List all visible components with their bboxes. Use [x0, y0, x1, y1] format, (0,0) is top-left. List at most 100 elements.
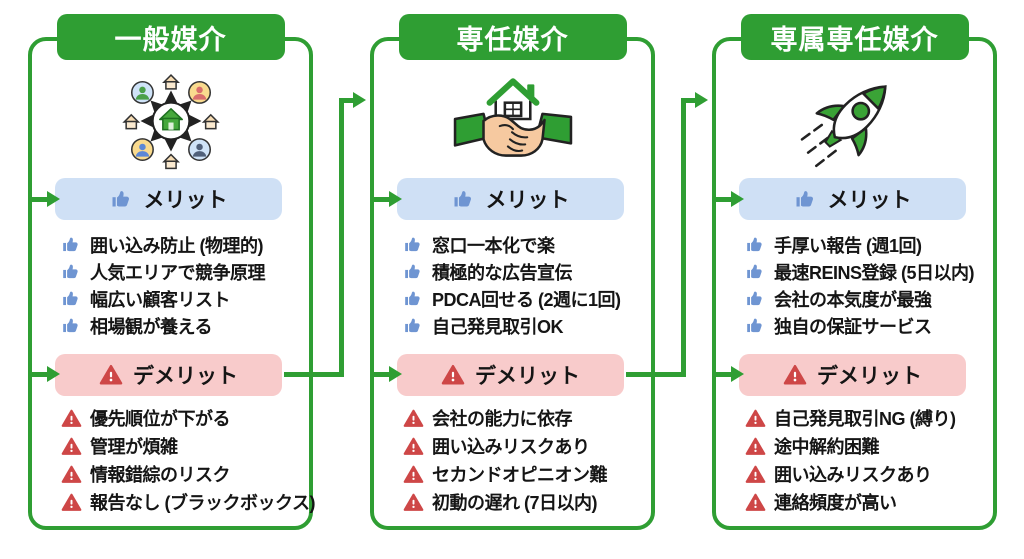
merit-item: 人気エリアで競争原理: [61, 258, 311, 285]
connector1-riser-line: [339, 98, 344, 377]
demerit-item: 囲い込みリスクあり: [403, 432, 653, 460]
merit-badge: メリット: [55, 178, 282, 220]
thumbs-up-icon: [63, 237, 78, 252]
merit-list: 囲い込み防止 (物理的) 人気エリアで競争原理 幅広い顧客リスト 相場観が養える: [61, 231, 311, 339]
demerit-item: 優先順位が下がる: [61, 404, 311, 432]
merit-item: 窓口一本化で楽: [403, 231, 653, 258]
demerit-list: 会社の能力に依存 囲い込みリスクあり セカンドオピニオン難 初動の遅れ (7日以…: [403, 404, 653, 516]
demerit-arrow-line: [30, 372, 48, 377]
merit-item: 手厚い報告 (週1回): [745, 231, 995, 258]
column-title: 一般媒介: [56, 14, 285, 60]
connector2-riser-line: [681, 98, 686, 377]
demerit-badge-label: デメリット: [817, 365, 922, 388]
merit-item: 会社の本気度が最強: [745, 285, 995, 312]
rocket-icon: [712, 65, 997, 177]
demerit-item: 囲い込みリスクあり: [745, 460, 995, 488]
warning-triangle-icon: [745, 409, 766, 427]
demerit-item: 報告なし (ブラックボックス): [61, 488, 315, 516]
merit-item: 最速REINS登録 (5日以内): [745, 258, 995, 285]
warning-triangle-icon: [403, 437, 424, 455]
demerit-item: 連絡頻度が高い: [745, 488, 995, 516]
column-sennin-baikai: 専任媒介 メリット 窓口一本化で楽 積極的な広告宣伝 PDCA回せる (2週に1…: [370, 14, 655, 530]
demerit-badge: デメリット: [55, 354, 282, 396]
column-title: 専属専任媒介: [740, 14, 969, 60]
thumbs-up-icon: [747, 291, 762, 306]
thumbs-up-icon: [796, 191, 813, 207]
demerit-item: セカンドオピニオン難: [403, 460, 653, 488]
demerit-arrow-line: [714, 372, 732, 377]
warning-triangle-icon: [61, 437, 82, 455]
thumbs-up-icon: [405, 291, 420, 306]
demerit-badge-label: デメリット: [475, 365, 580, 388]
connector1-arrow-head: [353, 92, 366, 108]
merit-item: 囲い込み防止 (物理的): [61, 231, 311, 258]
merit-arrow-head: [47, 191, 60, 207]
connector2-arrow-head: [695, 92, 708, 108]
warning-triangle-icon: [745, 465, 766, 483]
column-title: 専任媒介: [398, 14, 627, 60]
column-senzoku-sennin-baikai: 専属専任媒介 メリット: [712, 14, 997, 530]
thumbs-up-icon: [747, 237, 762, 252]
warning-triangle-icon: [61, 493, 82, 511]
thumbs-up-icon: [405, 318, 420, 333]
merit-item: 独自の保証サービス: [745, 312, 995, 339]
demerit-item: 管理が煩雑: [61, 432, 311, 460]
thumbs-up-icon: [747, 264, 762, 279]
network-icon: [28, 65, 313, 177]
demerit-arrow-line: [372, 372, 390, 377]
thumbs-up-icon: [63, 264, 78, 279]
warning-triangle-icon: [403, 493, 424, 511]
connector2-exit-line: [626, 372, 686, 377]
demerit-list: 自己発見取引NG (縛り) 途中解約困難 囲い込みリスクあり 連絡頻度が高い: [745, 404, 995, 516]
merit-badge-label: メリット: [485, 189, 570, 212]
merit-list: 手厚い報告 (週1回) 最速REINS登録 (5日以内) 会社の本気度が最強 独…: [745, 231, 995, 339]
merit-badge-label: メリット: [827, 189, 912, 212]
thumbs-up-icon: [405, 264, 420, 279]
demerit-arrow-head: [389, 366, 402, 382]
connector1-exit-line: [284, 372, 344, 377]
warning-triangle-icon: [61, 465, 82, 483]
merit-list: 窓口一本化で楽 積極的な広告宣伝 PDCA回せる (2週に1回) 自己発見取引O…: [403, 231, 653, 339]
merit-item: 幅広い顧客リスト: [61, 285, 311, 312]
connector2-top-line: [686, 98, 696, 103]
merit-badge: メリット: [739, 178, 966, 220]
warning-triangle-icon: [783, 364, 807, 385]
demerit-arrow-head: [47, 366, 60, 382]
merit-arrow-head: [731, 191, 744, 207]
merit-badge-label: メリット: [143, 189, 228, 212]
merit-arrow-line: [714, 197, 732, 202]
demerit-item: 自己発見取引NG (縛り): [745, 404, 995, 432]
thumbs-up-icon: [747, 318, 762, 333]
merit-item: 相場観が養える: [61, 312, 311, 339]
handshake-house-icon: [370, 65, 655, 177]
merit-arrow-line: [372, 197, 390, 202]
demerit-badge-label: デメリット: [133, 365, 238, 388]
warning-triangle-icon: [403, 465, 424, 483]
demerit-item: 初動の遅れ (7日以内): [403, 488, 653, 516]
warning-triangle-icon: [61, 409, 82, 427]
demerit-item: 情報錯綜のリスク: [61, 460, 311, 488]
warning-triangle-icon: [441, 364, 465, 385]
thumbs-up-icon: [405, 237, 420, 252]
connector1-top-line: [344, 98, 354, 103]
column-ippan-baikai: 一般媒介: [28, 14, 315, 530]
demerit-list: 優先順位が下がる 管理が煩雑 情報錯綜のリスク 報告なし (ブラックボックス): [61, 404, 315, 516]
merit-badge: メリット: [397, 178, 624, 220]
thumbs-up-icon: [112, 191, 129, 207]
warning-triangle-icon: [745, 437, 766, 455]
merit-item: 積極的な広告宣伝: [403, 258, 653, 285]
demerit-item: 会社の能力に依存: [403, 404, 653, 432]
warning-triangle-icon: [403, 409, 424, 427]
demerit-arrow-head: [731, 366, 744, 382]
merit-arrow-head: [389, 191, 402, 207]
demerit-item: 途中解約困難: [745, 432, 995, 460]
demerit-badge: デメリット: [739, 354, 966, 396]
thumbs-up-icon: [63, 318, 78, 333]
merit-item: PDCA回せる (2週に1回): [403, 285, 653, 312]
warning-triangle-icon: [745, 493, 766, 511]
merit-arrow-line: [30, 197, 48, 202]
thumbs-up-icon: [63, 291, 78, 306]
warning-triangle-icon: [99, 364, 123, 385]
merit-item: 自己発見取引OK: [403, 312, 653, 339]
